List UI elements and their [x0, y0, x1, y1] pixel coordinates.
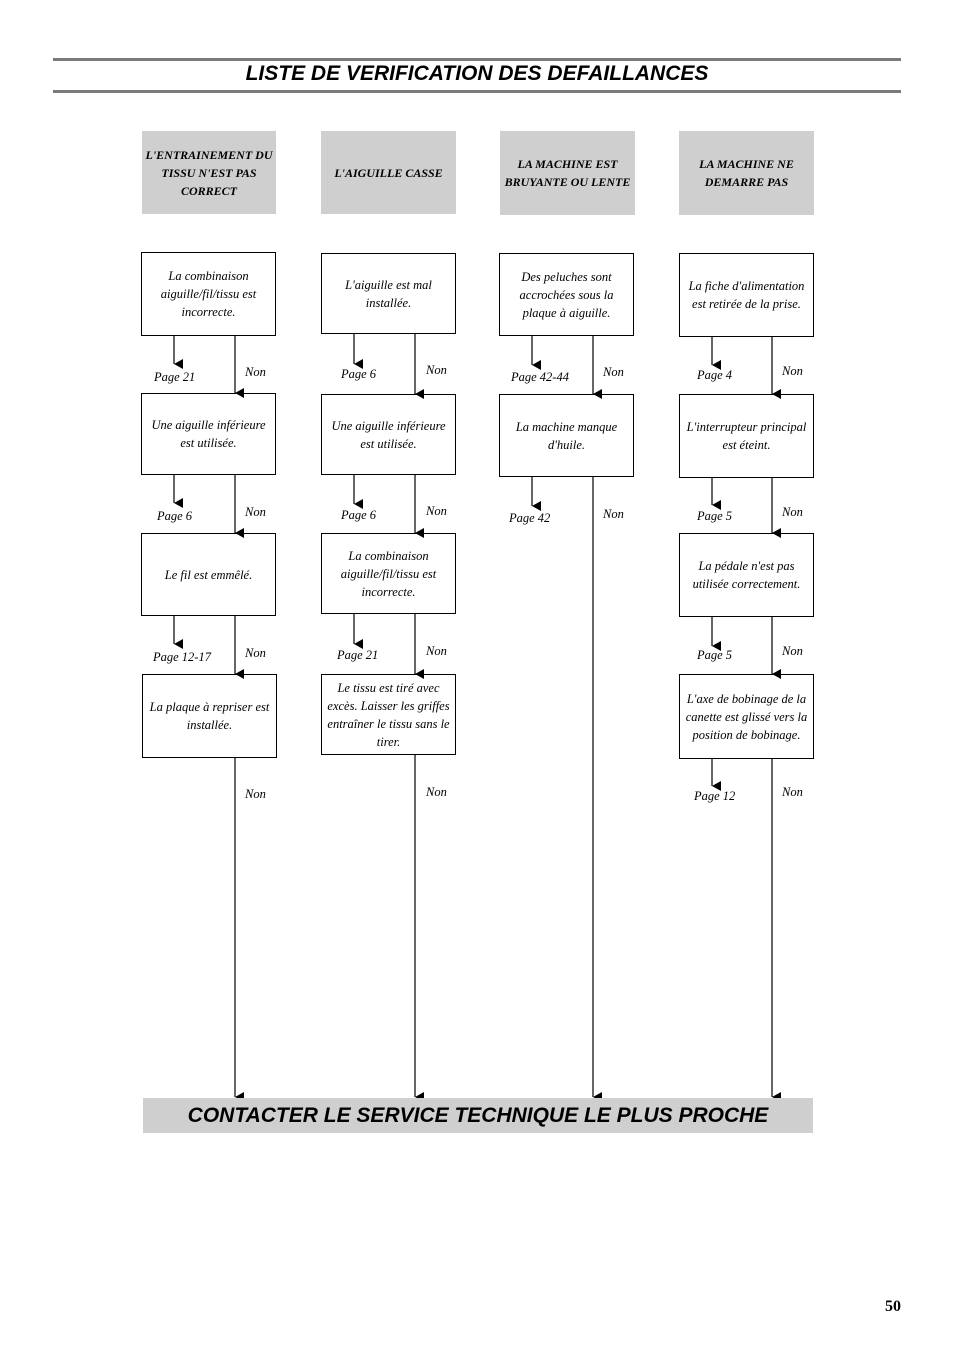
page-reference: Page 5	[697, 648, 733, 662]
step-box: La combinaison aiguille/fil/tissu est in…	[321, 533, 456, 614]
non-label: Non	[426, 504, 447, 518]
column-header-aiguille: L'AIGUILLE CASSE	[321, 131, 456, 214]
top-rule	[53, 58, 901, 61]
page-reference: Page 6	[157, 509, 193, 523]
non-label: Non	[426, 644, 447, 658]
page-reference: Page 42	[509, 511, 551, 525]
step-box: L'axe de bobinage de la canette est glis…	[679, 674, 814, 759]
contact-service-banner: CONTACTER LE SERVICE TECHNIQUE LE PLUS P…	[143, 1098, 813, 1133]
bottom-title-rule	[53, 90, 901, 93]
page-number: 50	[885, 1298, 901, 1315]
page-reference: Page 6	[341, 367, 377, 381]
page-title: LISTE DE VERIFICATION DES DEFAILLANCES	[245, 62, 709, 85]
column-header-entrainement: L'ENTRAINEMENT DU TISSU N'EST PAS CORREC…	[142, 131, 276, 214]
step-box: La fiche d'alimentation est retirée de l…	[679, 253, 814, 337]
non-label: Non	[603, 507, 624, 521]
page-reference: Page 6	[341, 508, 377, 522]
step-box: L'aiguille est mal installée.	[321, 253, 456, 334]
non-label: Non	[245, 646, 266, 660]
page-reference: Page 42-44	[511, 370, 569, 384]
step-box: Le tissu est tiré avec excès. Laisser le…	[321, 674, 456, 755]
step-box: La pédale n'est pas utilisée correctemen…	[679, 533, 814, 617]
step-box: Le fil est emmêlé.	[141, 533, 276, 616]
page-reference: Page 21	[154, 370, 196, 384]
non-label: Non	[245, 365, 266, 379]
non-label: Non	[782, 785, 803, 799]
step-box: Une aiguille inférieure est utilisée.	[141, 393, 276, 475]
step-box: La machine manque d'huile.	[499, 394, 634, 477]
non-label: Non	[426, 785, 447, 799]
step-box: Des peluches sont accrochées sous la pla…	[499, 253, 634, 336]
column-header-demarre: LA MACHINE NE DEMARRE PAS	[679, 131, 814, 215]
page-reference: Page 12	[694, 789, 736, 803]
step-box: Une aiguille inférieure est utilisée.	[321, 394, 456, 475]
non-label: Non	[782, 505, 803, 519]
non-label: Non	[782, 364, 803, 378]
step-box: L'interrupteur principal est éteint.	[679, 394, 814, 478]
non-label: Non	[426, 363, 447, 377]
page-reference: Page 12-17	[153, 650, 211, 664]
column-header-bruyante: LA MACHINE EST BRUYANTE OU LENTE	[500, 131, 635, 215]
non-label: Non	[782, 644, 803, 658]
page-reference: Page 4	[697, 368, 733, 382]
page-reference: Page 5	[697, 509, 733, 523]
non-label: Non	[245, 787, 266, 801]
step-box: La plaque à repriser est installée.	[142, 674, 277, 758]
non-label: Non	[603, 365, 624, 379]
non-label: Non	[245, 505, 266, 519]
page-reference: Page 21	[337, 648, 379, 662]
step-box: La combinaison aiguille/fil/tissu est in…	[141, 252, 276, 336]
